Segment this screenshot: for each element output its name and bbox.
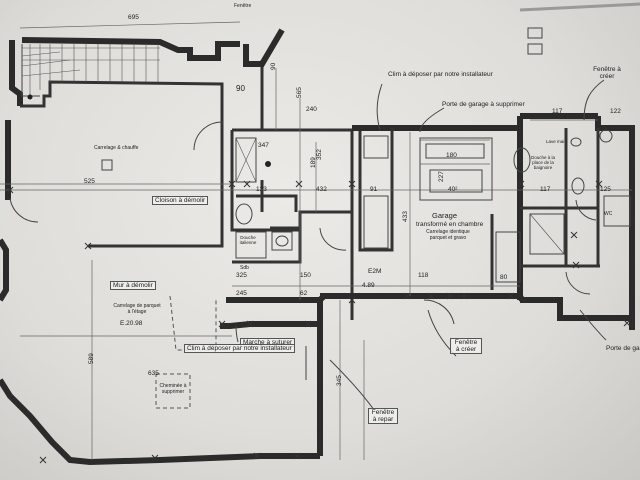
dim-180: 180 xyxy=(446,152,457,159)
dim-117: 117 xyxy=(552,108,563,115)
dim-352: 352 xyxy=(316,149,323,160)
label-cheminee: Cheminée à supprimer xyxy=(159,383,187,395)
dim-635: 635 xyxy=(148,370,159,377)
dim-432: 432 xyxy=(316,186,327,193)
dimension-lines xyxy=(0,21,632,460)
label-clim-garage: Clim à déposer par notre installateur xyxy=(388,71,493,78)
dim-123: 123 xyxy=(256,186,267,193)
label-cloison-demolir: Cloison à démolir xyxy=(152,196,209,206)
label-garage-note: Carrelage identique parquet et gravo xyxy=(426,229,470,241)
label-sdb: Sdb xyxy=(240,265,249,271)
dim-90: 90 xyxy=(236,84,245,93)
label-fenetre-creer-mid: Fenêtre à créer xyxy=(450,338,482,355)
dim-91: 91 xyxy=(370,186,378,193)
dim-589: 589 xyxy=(88,353,95,364)
label-garage-sub: transformé en chambre xyxy=(416,221,484,228)
label-small-top: Fenêtre xyxy=(234,3,252,9)
label-fenetre-repair: Fenêtre à repar xyxy=(368,408,398,425)
walls xyxy=(0,28,635,466)
fixtures xyxy=(9,27,631,409)
dim-122: 122 xyxy=(610,108,621,115)
label-lave-main: Lave main xyxy=(546,139,567,144)
label-porte-garage: Porte de garage à supprimer xyxy=(442,101,525,108)
dim-150: 150 xyxy=(300,272,311,279)
dim-240: 240 xyxy=(306,106,317,113)
dim-227: 227 xyxy=(438,171,445,182)
label-garage-title: Garage xyxy=(432,211,458,220)
label-fenetre-creer-right: Fenêtre à créer xyxy=(593,66,621,81)
label-clim-lower: Clim à déposer par notre installateur xyxy=(184,344,295,354)
dim-125: 125 xyxy=(600,186,611,193)
label-carrelage-boxed: Carrelage de parquet à l'étage xyxy=(113,303,161,315)
label-douche-right: Douche à la place de la baignoire xyxy=(530,155,556,170)
dim-118: 118 xyxy=(418,272,429,279)
dim-117b: 117 xyxy=(540,186,551,193)
label-carrelage-code: E.20.98 xyxy=(120,320,143,327)
dim-90b: 90 xyxy=(270,62,277,70)
dim-345: 345 xyxy=(336,375,343,386)
dim-347: 347 xyxy=(258,142,269,149)
dim-525: 525 xyxy=(84,178,95,185)
label-porte-garage-right: Porte de ga xyxy=(606,345,640,352)
dim-325: 325 xyxy=(236,272,247,279)
label-wc: WC xyxy=(604,211,613,217)
edge-shading xyxy=(519,2,640,12)
dim-62: 62 xyxy=(300,290,308,297)
dim-80: 80 xyxy=(500,274,508,281)
staircase xyxy=(21,44,160,100)
label-carrelage-left: Carrelage & chauffe xyxy=(94,145,139,151)
cross-marks xyxy=(6,180,631,464)
dim-433: 433 xyxy=(402,211,409,222)
label-mur-demolir: Mur à démolir xyxy=(110,281,156,291)
dim-489: 4.89 xyxy=(362,282,375,289)
dim-401: 40² xyxy=(448,186,458,193)
dim-565: 565 xyxy=(296,87,303,98)
dim-top: 695 xyxy=(128,14,139,21)
dim-e2m: E2M xyxy=(368,268,382,275)
label-small-box: Douche italienne xyxy=(239,235,257,245)
dim-245: 245 xyxy=(236,290,247,297)
